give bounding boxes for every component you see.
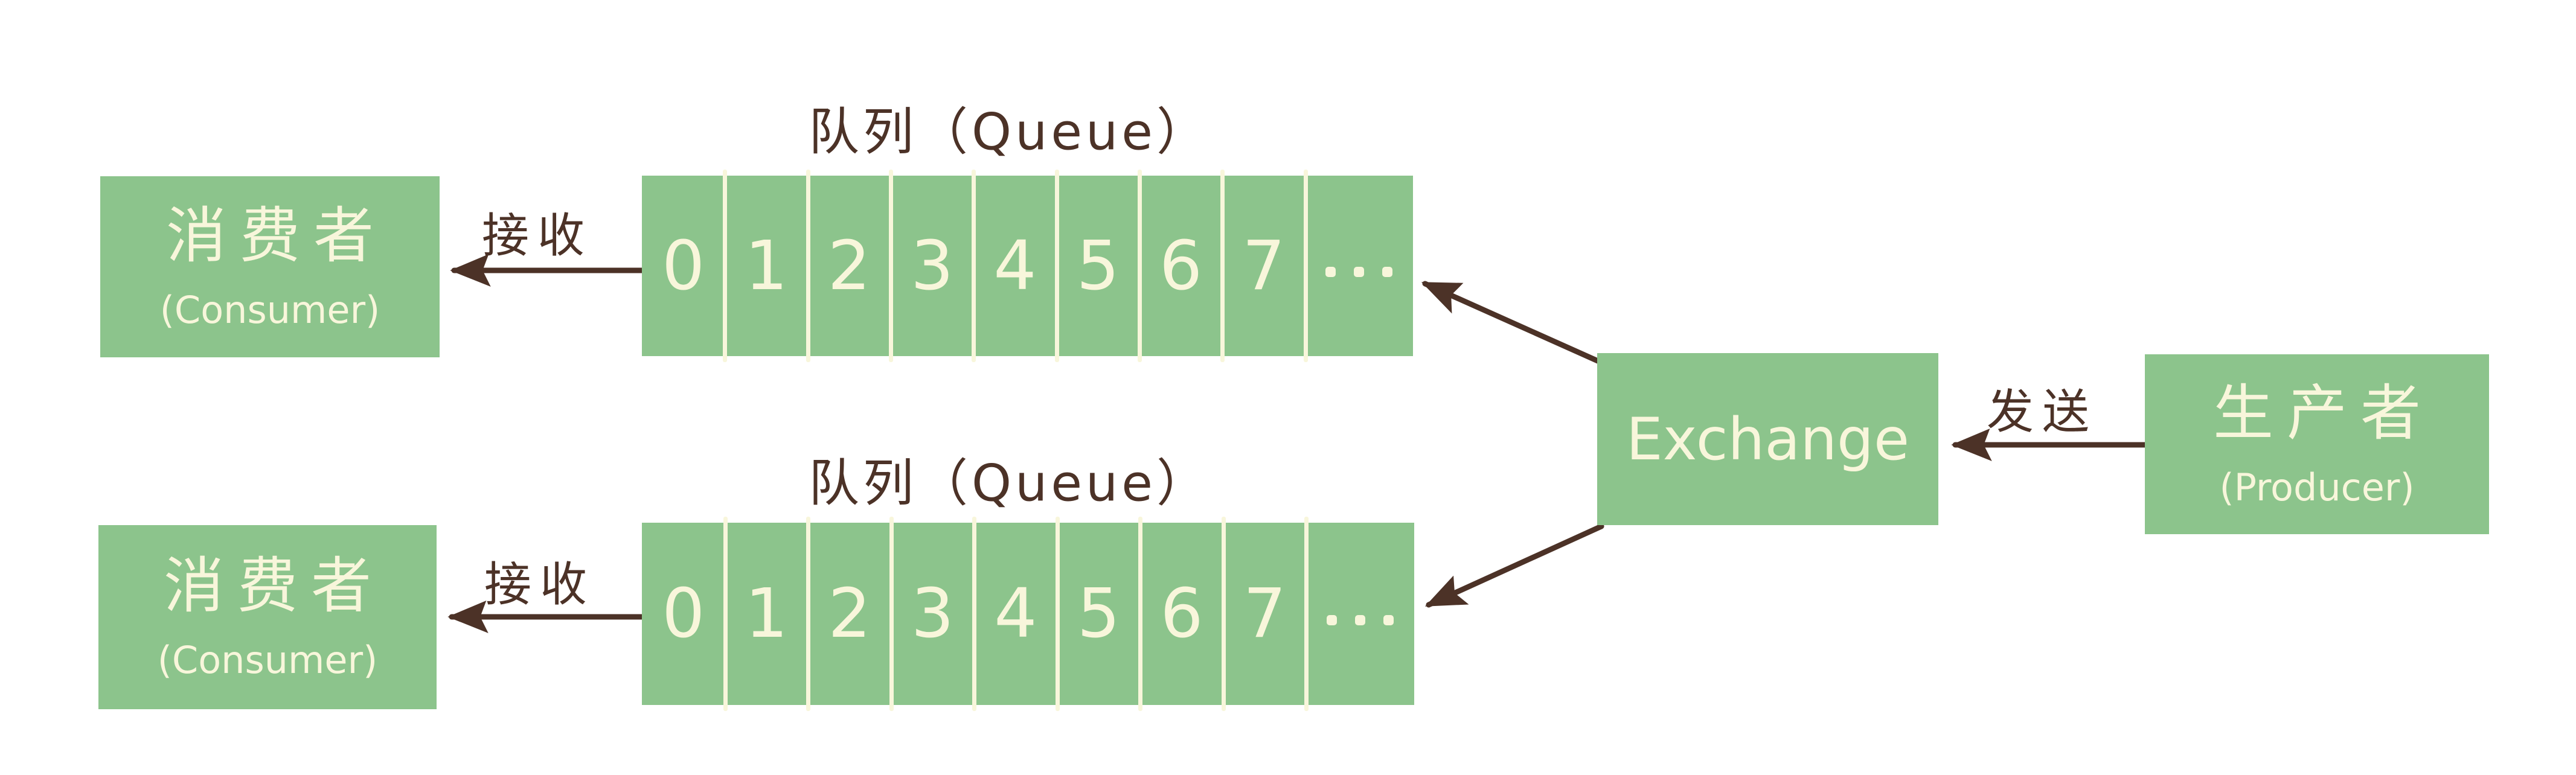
queue-top-cell-1-value: 1 [745,226,788,305]
queue-top-cell-7: 7 [1222,170,1308,362]
queue-top-cell-6: 6 [1139,170,1225,362]
cell-divider [1303,170,1308,362]
consumer-box-top: 消费者 (Consumer) [100,176,440,357]
ellipsis-dots [1327,614,1394,625]
queue-bottom-cell-4: 4 [974,517,1060,711]
queue-top-cell-0-value: 0 [662,226,705,305]
queue-top-cell-5-value: 5 [1076,226,1120,305]
queue-bottom-cell-ellipsis [1306,523,1414,705]
queue-top-cell-4-value: 4 [993,226,1037,305]
ellipsis-dots [1325,267,1393,277]
queue-top-cell-ellipsis [1306,176,1414,356]
queue-top-cell-0: 0 [642,170,728,362]
exchange-to-queue-top-arrow [1421,281,1601,364]
cell-divider [723,517,728,711]
queue-bottom-cell-6-value: 6 [1160,575,1203,653]
queue-bottom-cell-3-value: 3 [911,575,954,653]
send-label: 发送 [1986,385,2098,439]
consumer-top-en-label: (Consumer) [159,287,380,332]
queue-top-cell-3-value: 3 [910,226,954,305]
cell-divider [1055,517,1060,711]
queue-top-title: 队列（Queue） [809,102,1211,162]
queue-top-cell-7-value: 7 [1242,226,1286,305]
exchange-box: Exchange [1597,353,1938,525]
queue-bottom-cell-5-value: 5 [1077,575,1121,653]
queue-bottom: 0 1 2 3 4 5 6 7 [642,517,1414,711]
queue-top-cell-2: 2 [808,170,893,362]
producer-en-label: (Producer) [2219,465,2415,509]
queue-bottom-cell-7: 7 [1223,517,1309,711]
queue-bottom-cell-1-value: 1 [745,575,788,653]
receive-label-bottom: 接收 [484,558,596,612]
queue-top-cell-2-value: 2 [827,226,871,305]
queue-bottom-cell-6: 6 [1140,517,1226,711]
consumer-bottom-zh-label: 消费者 [164,550,385,622]
queue-bottom-cell-5: 5 [1057,517,1143,711]
producer-box: 生产者 (Producer) [2145,354,2489,534]
cell-divider [972,170,976,362]
queue-top-cell-1: 1 [725,170,810,362]
queue-bottom-cell-4-value: 4 [994,575,1037,653]
queue-top-cell-3: 3 [891,170,976,362]
cell-divider [972,517,977,711]
cell-divider [1304,517,1309,711]
cell-divider [1221,517,1226,711]
queue-top-cell-6-value: 6 [1159,226,1203,305]
cell-divider [889,517,894,711]
queue-top-cell-5: 5 [1057,170,1142,362]
cell-divider [1138,517,1143,711]
consumer-box-bottom: 消费者 (Consumer) [98,525,437,709]
queue-bottom-cell-1: 1 [725,517,811,711]
producer-zh-label: 生产者 [2213,377,2434,448]
cell-divider [1137,170,1142,362]
queue-top-cell-4: 4 [973,170,1059,362]
receive-label-top: 接收 [481,209,594,263]
cell-divider [806,517,811,711]
consumer-top-zh-label: 消费者 [166,200,387,271]
queue-bottom-cell-0: 0 [642,517,728,711]
queue-bottom-cell-7-value: 7 [1243,575,1287,653]
cell-divider [723,170,728,362]
queue-bottom-cell-3: 3 [891,517,977,711]
consumer-bottom-en-label: (Consumer) [157,638,378,683]
cell-divider [1220,170,1225,362]
cell-divider [806,170,810,362]
queue-top: 0 1 2 3 4 5 6 7 [642,170,1414,362]
queue-bottom-title: 队列（Queue） [809,453,1211,513]
exchange-to-queue-bottom-arrow [1424,523,1604,608]
cell-divider [888,170,893,362]
queue-bottom-cell-0-value: 0 [662,575,705,653]
exchange-label: Exchange [1626,405,1910,473]
queue-bottom-cell-2-value: 2 [828,575,871,653]
cell-divider [1054,170,1059,362]
queue-bottom-cell-2: 2 [808,517,894,711]
